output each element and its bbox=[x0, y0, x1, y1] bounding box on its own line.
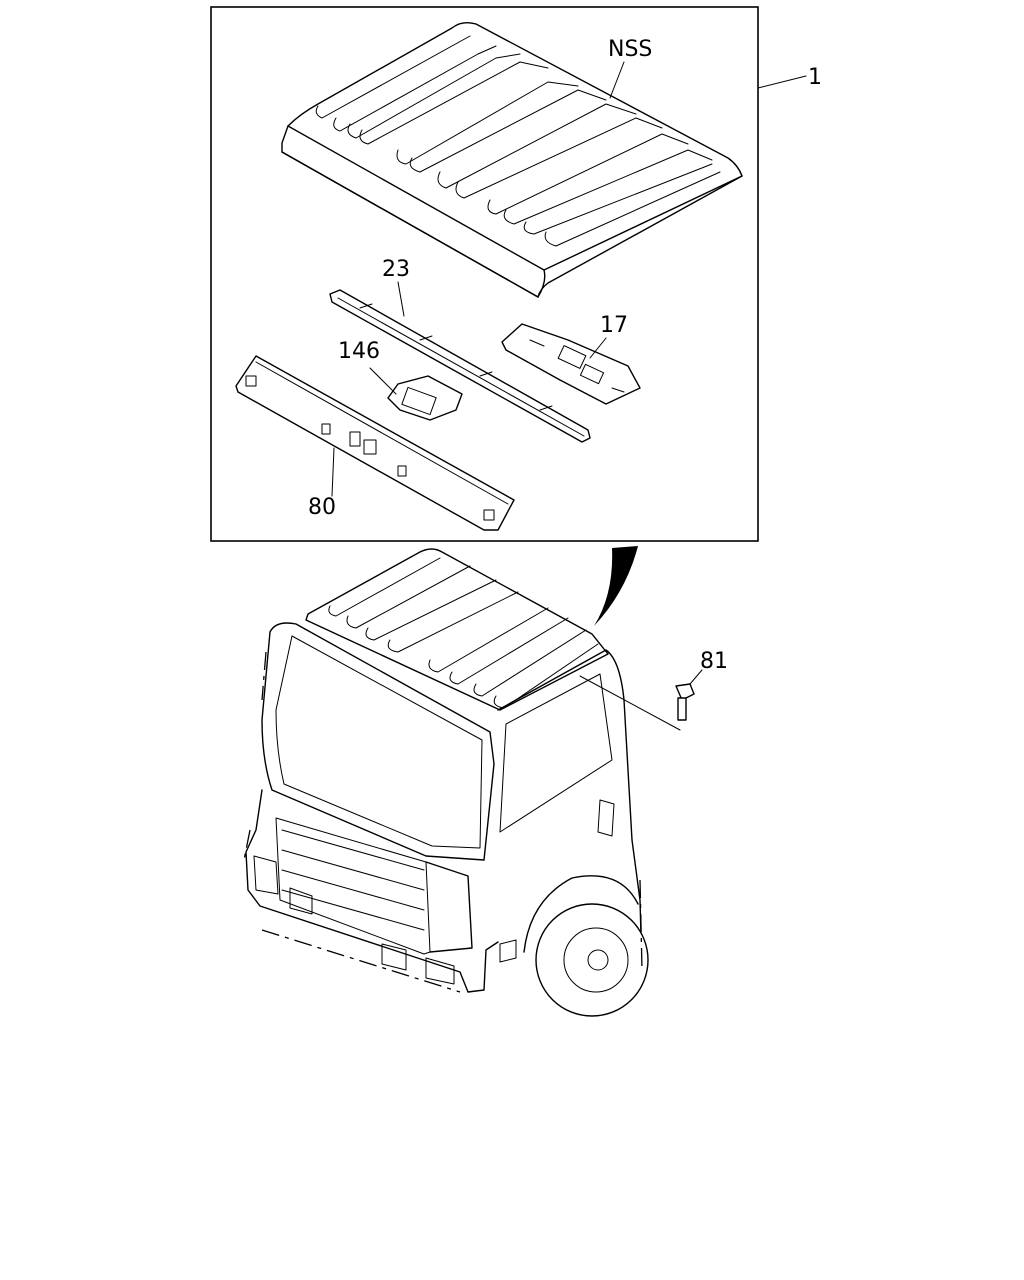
callout-bolt: 81 bbox=[700, 649, 728, 674]
bolt bbox=[675, 683, 695, 721]
transition-wedge bbox=[594, 546, 638, 626]
leader-lines bbox=[331, 61, 807, 731]
callout-center-bracket: 146 bbox=[338, 339, 380, 364]
front-rail bbox=[235, 355, 515, 531]
callout-front-rail: 80 bbox=[308, 495, 336, 520]
center-rail bbox=[329, 289, 591, 443]
callout-assembly: 1 bbox=[808, 65, 822, 90]
truck-cab bbox=[243, 548, 649, 1017]
front-wheel bbox=[535, 903, 649, 1017]
callout-center-rail: 23 bbox=[382, 257, 410, 282]
center-bracket bbox=[387, 375, 463, 421]
roof-panel bbox=[281, 21, 743, 298]
callout-right-bracket: 17 bbox=[600, 313, 628, 338]
exploded-view-frame bbox=[210, 6, 759, 542]
right-bracket bbox=[501, 323, 641, 405]
callout-roof-panel: NSS bbox=[608, 37, 652, 62]
